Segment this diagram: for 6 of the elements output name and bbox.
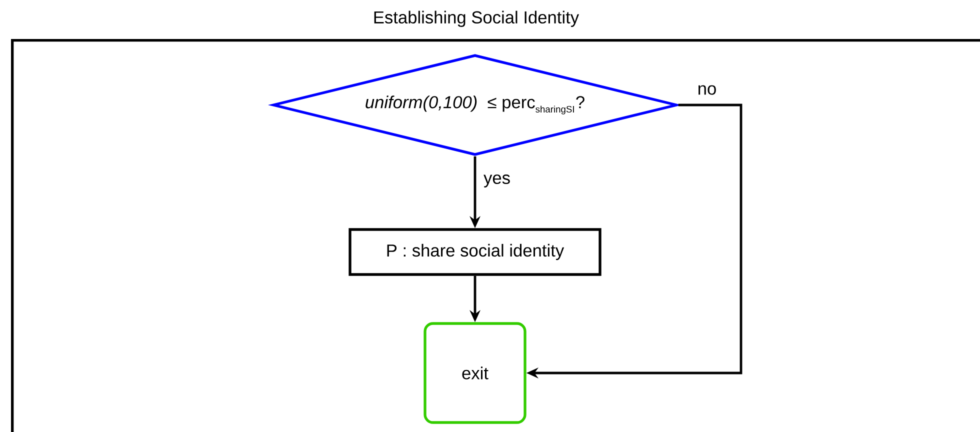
frame-box xyxy=(11,39,980,432)
edge-label: no xyxy=(696,84,718,96)
process-box: P : share social identity xyxy=(348,228,602,276)
terminal-box: exit xyxy=(424,322,526,424)
edge-label: yes xyxy=(482,173,512,189)
diagram-title: Establishing Social Identity xyxy=(374,10,580,27)
